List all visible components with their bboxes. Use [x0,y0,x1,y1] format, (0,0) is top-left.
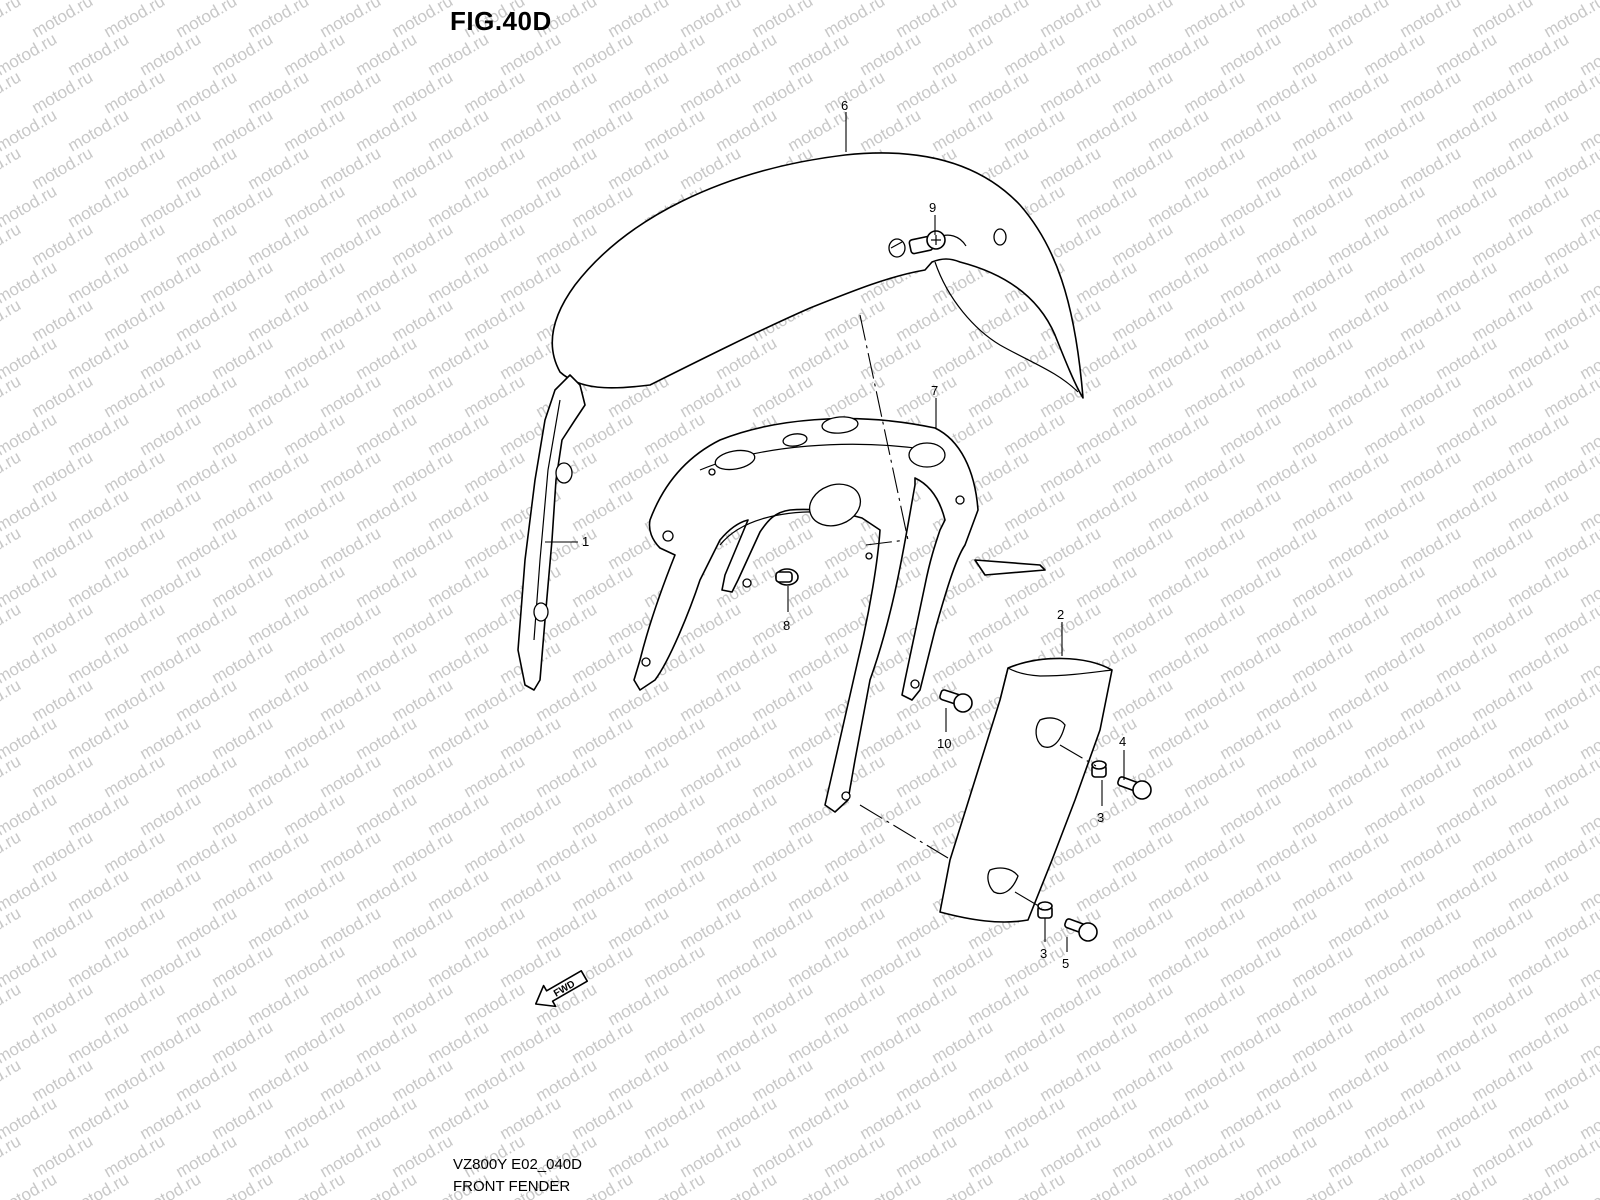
callout-10: 10 [937,736,951,751]
bolt-part-5 [1064,918,1098,942]
callout-6: 6 [841,98,848,113]
forward-direction-arrow: FWD [534,970,589,1008]
callout-3-lower: 3 [1040,946,1047,961]
fender-mount-hole [993,228,1007,246]
spacer-part-3-lower [1037,901,1053,919]
callout-2: 2 [1057,607,1064,622]
bolt-part-4 [1117,776,1152,800]
watermark-text: motod.ru [1577,0,1600,3]
callout-5: 5 [1062,956,1069,971]
section-name: FRONT FENDER [453,1178,571,1195]
front-fender-part [551,152,1084,399]
nut-part-8 [775,568,799,586]
callout-3-upper: 3 [1097,810,1104,825]
side-cover-left-part-1 [517,374,586,691]
callout-4: 4 [1119,734,1126,749]
callout-7: 7 [931,383,938,398]
bolt-part-10 [939,689,973,713]
spacer-part-3-upper [1091,760,1107,778]
callout-9: 9 [929,200,936,215]
callout-1: 1 [582,534,589,549]
brace-tab [974,559,1046,576]
callout-8: 8 [783,618,790,633]
model-code: VZ800Y E02_040D [453,1156,582,1173]
fwd-label: FWD [552,979,577,1000]
